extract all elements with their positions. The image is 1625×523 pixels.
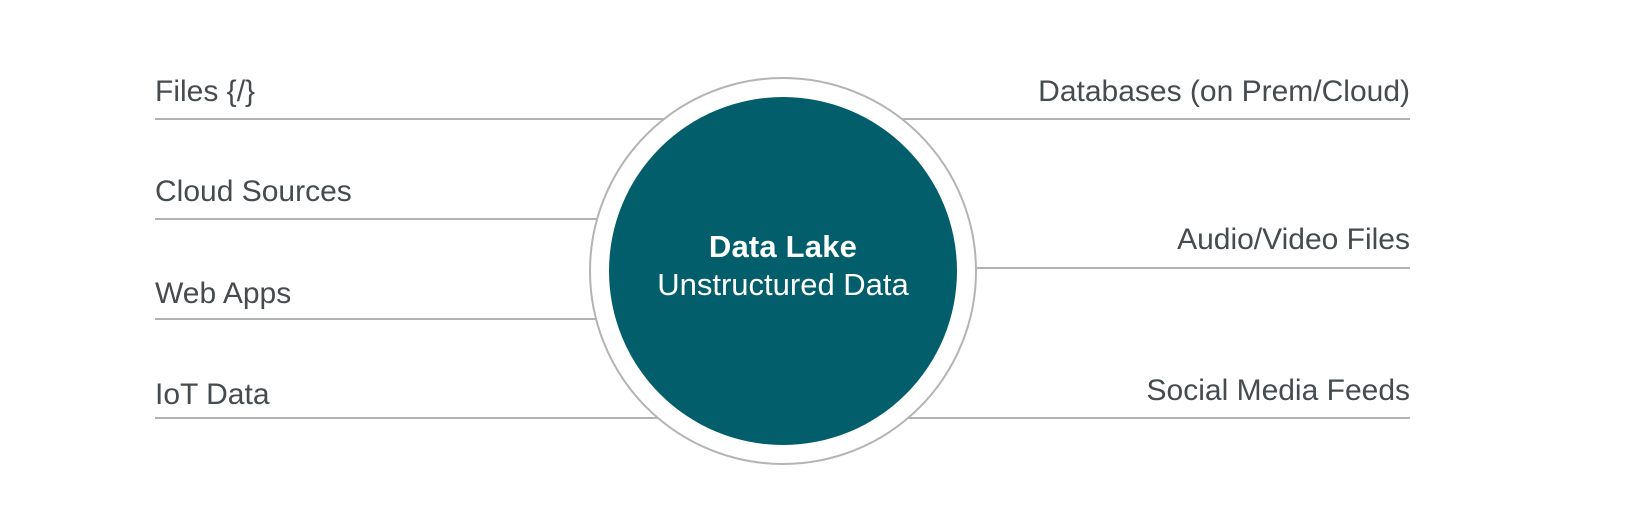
connector-line-cloud-sources [155,218,790,220]
source-label-databases: Databases (on Prem/Cloud) [1038,75,1410,108]
data-lake-circle-text: Data Lake Unstructured Data [657,228,909,304]
connector-line-audio-video [790,267,1410,269]
circle-subtitle: Unstructured Data [657,267,909,302]
circle-title: Data Lake [708,229,858,264]
data-lake-ring: Data Lake Unstructured Data [589,77,977,465]
source-label-cloud-sources: Cloud Sources [155,175,352,208]
source-label-iot-data: IoT Data [155,378,270,411]
connector-line-databases [790,118,1410,120]
source-label-files: Files {/} [155,75,256,108]
source-label-social-media-feeds: Social Media Feeds [1146,374,1410,407]
source-label-audio-video-files: Audio/Video Files [1177,223,1410,256]
source-label-web-apps: Web Apps [155,277,292,310]
connector-line-web-apps [155,318,790,320]
connector-line-iot-data [155,417,790,419]
data-lake-circle: Data Lake Unstructured Data [609,97,957,445]
connector-line-files [155,118,790,120]
connector-line-social-media [790,417,1410,419]
